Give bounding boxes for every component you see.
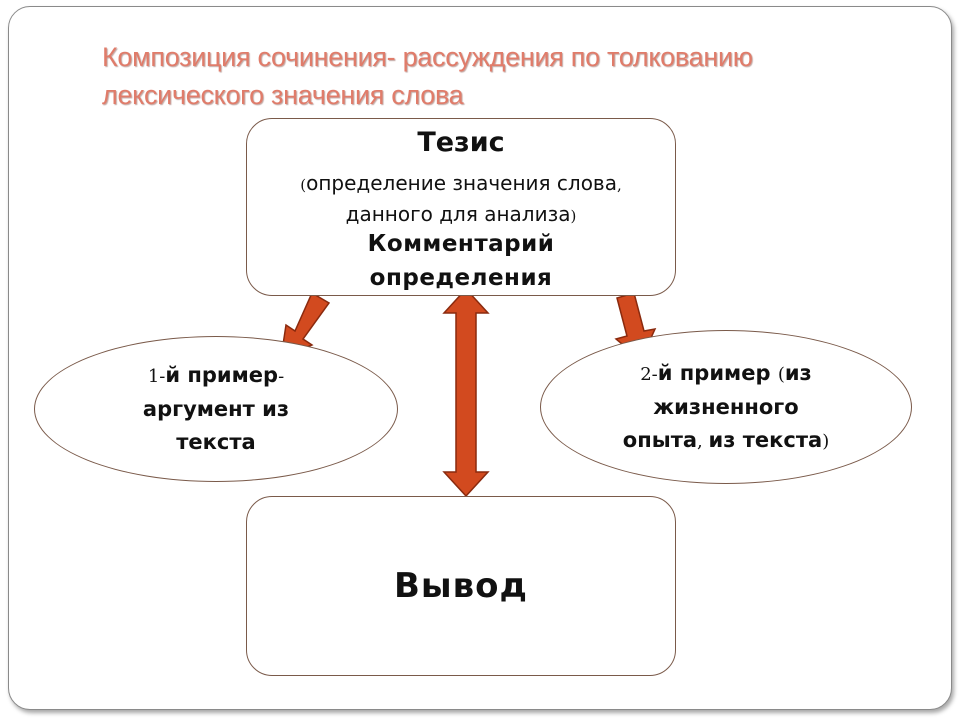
example-2-line-2: жизненного: [653, 394, 799, 419]
example-2-ellipse: 2-й пример (из жизненного опыта, из текс…: [540, 330, 912, 484]
double-vertical-arrow-icon: [442, 287, 490, 498]
example-1-number: 1-: [147, 366, 166, 387]
example-2-line-1: й пример: [657, 360, 778, 385]
example-2-line-3b: из текста: [708, 427, 823, 452]
comment-line-2: определения: [369, 265, 553, 291]
comment-line-1: Комментарий: [367, 231, 555, 257]
conclusion-box: Вывод: [246, 496, 676, 676]
conclusion-label: Вывод: [394, 566, 528, 606]
example-2-line-1-end: из: [784, 360, 812, 385]
title-line-1: Композиция сочинения- рассуждения по тол…: [102, 42, 753, 72]
definition-open-paren: (: [300, 176, 307, 194]
definition-line-2: данного для анализа: [345, 202, 571, 226]
example-2-comma: ,: [697, 430, 709, 452]
example-1-ellipse: 1-й пример- аргумент из текста: [34, 336, 398, 482]
example-2-close-paren: ): [822, 430, 830, 452]
example-2-number: 2-: [640, 363, 658, 385]
comment-heading: Комментарий определения: [247, 227, 675, 295]
thesis-definition: (определение значения слова, данного для…: [247, 169, 675, 231]
example-2-text: 2-й пример (из жизненного опыта, из текс…: [623, 357, 829, 458]
example-2-open-paren: (: [777, 363, 785, 385]
example-1-text: 1-й пример- аргумент из текста: [143, 359, 289, 459]
definition-close-paren: ): [570, 207, 577, 225]
thesis-heading: Тезис: [417, 127, 505, 158]
example-1-dash: -: [278, 366, 285, 387]
definition-comma: ,: [616, 176, 622, 194]
definition-line-1: определение значения слова: [306, 171, 617, 195]
slide-title: Композиция сочинения- рассуждения по тол…: [102, 38, 882, 114]
thesis-box: Тезис (определение значения слова, данно…: [246, 118, 676, 296]
title-line-2: лексического значения слова: [102, 80, 464, 110]
example-2-line-3a: опыта: [622, 427, 698, 452]
example-1-line-3: текста: [176, 430, 256, 454]
example-1-line-2: аргумент из: [142, 397, 290, 421]
example-1-line-1: й пример: [165, 363, 279, 387]
